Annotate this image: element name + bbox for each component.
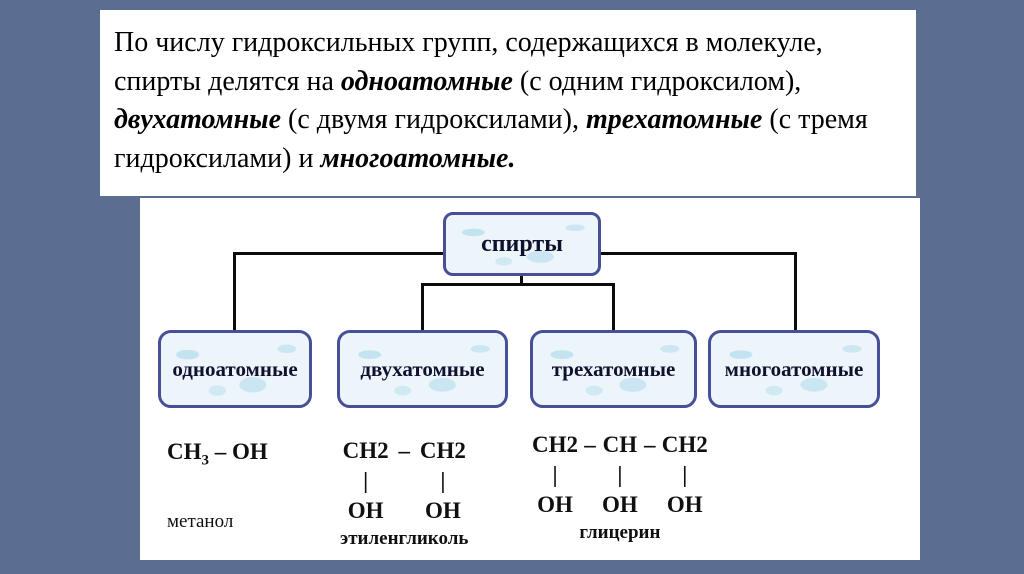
- intro-segment: (с одним гидроксилом),: [512, 65, 802, 97]
- node-dihydric-label: двухатомные: [360, 356, 485, 381]
- eg-ch2-left: CH2: [342, 438, 389, 463]
- node-alcohols-label: спирты: [481, 230, 563, 257]
- intro-term-monohydric: одноатомные: [340, 65, 513, 97]
- connector-line-left-horizontal: [233, 252, 446, 255]
- connector-line-midright-vertical: [612, 283, 615, 330]
- connector-line-right-horizontal: [598, 252, 797, 255]
- spacer: [638, 460, 662, 490]
- intro-segment: (с двумя гидроксилами),: [281, 104, 586, 136]
- node-polyhydric-label: многоатомные: [724, 356, 864, 381]
- formula-methanol-subscript: 3: [201, 452, 209, 469]
- spacer: [391, 496, 417, 526]
- formula-glycerin-grid: CH2 – CH – CH2 | | | OH OH OH: [532, 430, 708, 520]
- formula-glycerin: CH2 – CH – CH2 | | | OH OH OH глицерин: [532, 430, 708, 544]
- connector-line-right-vertical: [794, 252, 797, 330]
- eg-oh-left: OH: [347, 498, 384, 523]
- intro-segment: По числу гидроксильных групп, содержащих…: [114, 27, 823, 97]
- node-trihydric: трехатомные: [530, 330, 697, 408]
- gly-bond-left: |: [552, 462, 558, 487]
- eg-ch2-right: CH2: [419, 438, 466, 463]
- formula-ethylene-glycol-caption: этиленгликоль: [340, 528, 469, 549]
- gly-ch2-right: CH2: [661, 432, 708, 457]
- connector-line-center-stub: [520, 276, 523, 286]
- formula-methanol: CH3 – OH метанол: [167, 438, 268, 533]
- intro-text-box: По числу гидроксильных групп, содержащих…: [100, 10, 916, 196]
- connector-line-midleft-vertical: [421, 283, 424, 330]
- formula-methanol-ch: CH: [167, 439, 202, 464]
- formula-methanol-caption: метанол: [167, 510, 234, 532]
- spacer: [578, 490, 602, 520]
- eg-dash: –: [398, 438, 410, 463]
- eg-bond-right: |: [440, 468, 446, 493]
- gly-dash-2: –: [644, 432, 656, 457]
- connector-line-middle-horizontal: [421, 283, 615, 286]
- spacer: [638, 490, 662, 520]
- node-alcohols: спирты: [443, 212, 601, 276]
- connector-line-left-vertical: [233, 252, 236, 330]
- intro-paragraph: По числу гидроксильных групп, содержащих…: [114, 24, 896, 179]
- intro-term-dihydric: двухатомные: [114, 104, 282, 136]
- node-dihydric: двухатомные: [337, 330, 508, 408]
- spacer: [578, 460, 602, 490]
- gly-bond-right: |: [682, 462, 688, 487]
- intro-segment: (с тремя гидроксилами) и: [114, 104, 868, 174]
- node-trihydric-label: трехатомные: [551, 356, 676, 381]
- formula-glycerin-caption: глицерин: [579, 522, 661, 543]
- gly-dash-1: –: [584, 432, 596, 457]
- eg-bond-left: |: [363, 468, 369, 493]
- formula-methanol-line: CH3 – OH: [167, 438, 268, 475]
- gly-ch-mid: CH: [602, 432, 638, 457]
- node-monohydric-label: одноатомные: [172, 356, 298, 381]
- intro-term-trihydric: трехатомные: [585, 104, 763, 136]
- node-polyhydric: многоатомные: [708, 330, 880, 408]
- eg-oh-right: OH: [424, 498, 461, 523]
- formula-methanol-oh: – OH: [208, 439, 268, 464]
- spacer: [391, 466, 417, 496]
- gly-bond-mid: |: [617, 462, 623, 487]
- alcohols-tree-diagram: спирты одноатомные двухатомные трехатомн…: [140, 198, 920, 560]
- gly-oh-mid: OH: [602, 492, 638, 517]
- intro-term-polyhydric: многоатомные.: [320, 142, 516, 174]
- gly-oh-left: OH: [537, 492, 573, 517]
- node-monohydric: одноатомные: [158, 330, 312, 408]
- formula-ethylene-glycol: CH2 – CH2 | | OH OH этиленгликоль: [340, 436, 468, 550]
- formula-ethylene-glycol-grid: CH2 – CH2 | | OH OH: [340, 436, 468, 526]
- gly-oh-right: OH: [666, 492, 703, 517]
- gly-ch2-left: CH2: [532, 432, 578, 457]
